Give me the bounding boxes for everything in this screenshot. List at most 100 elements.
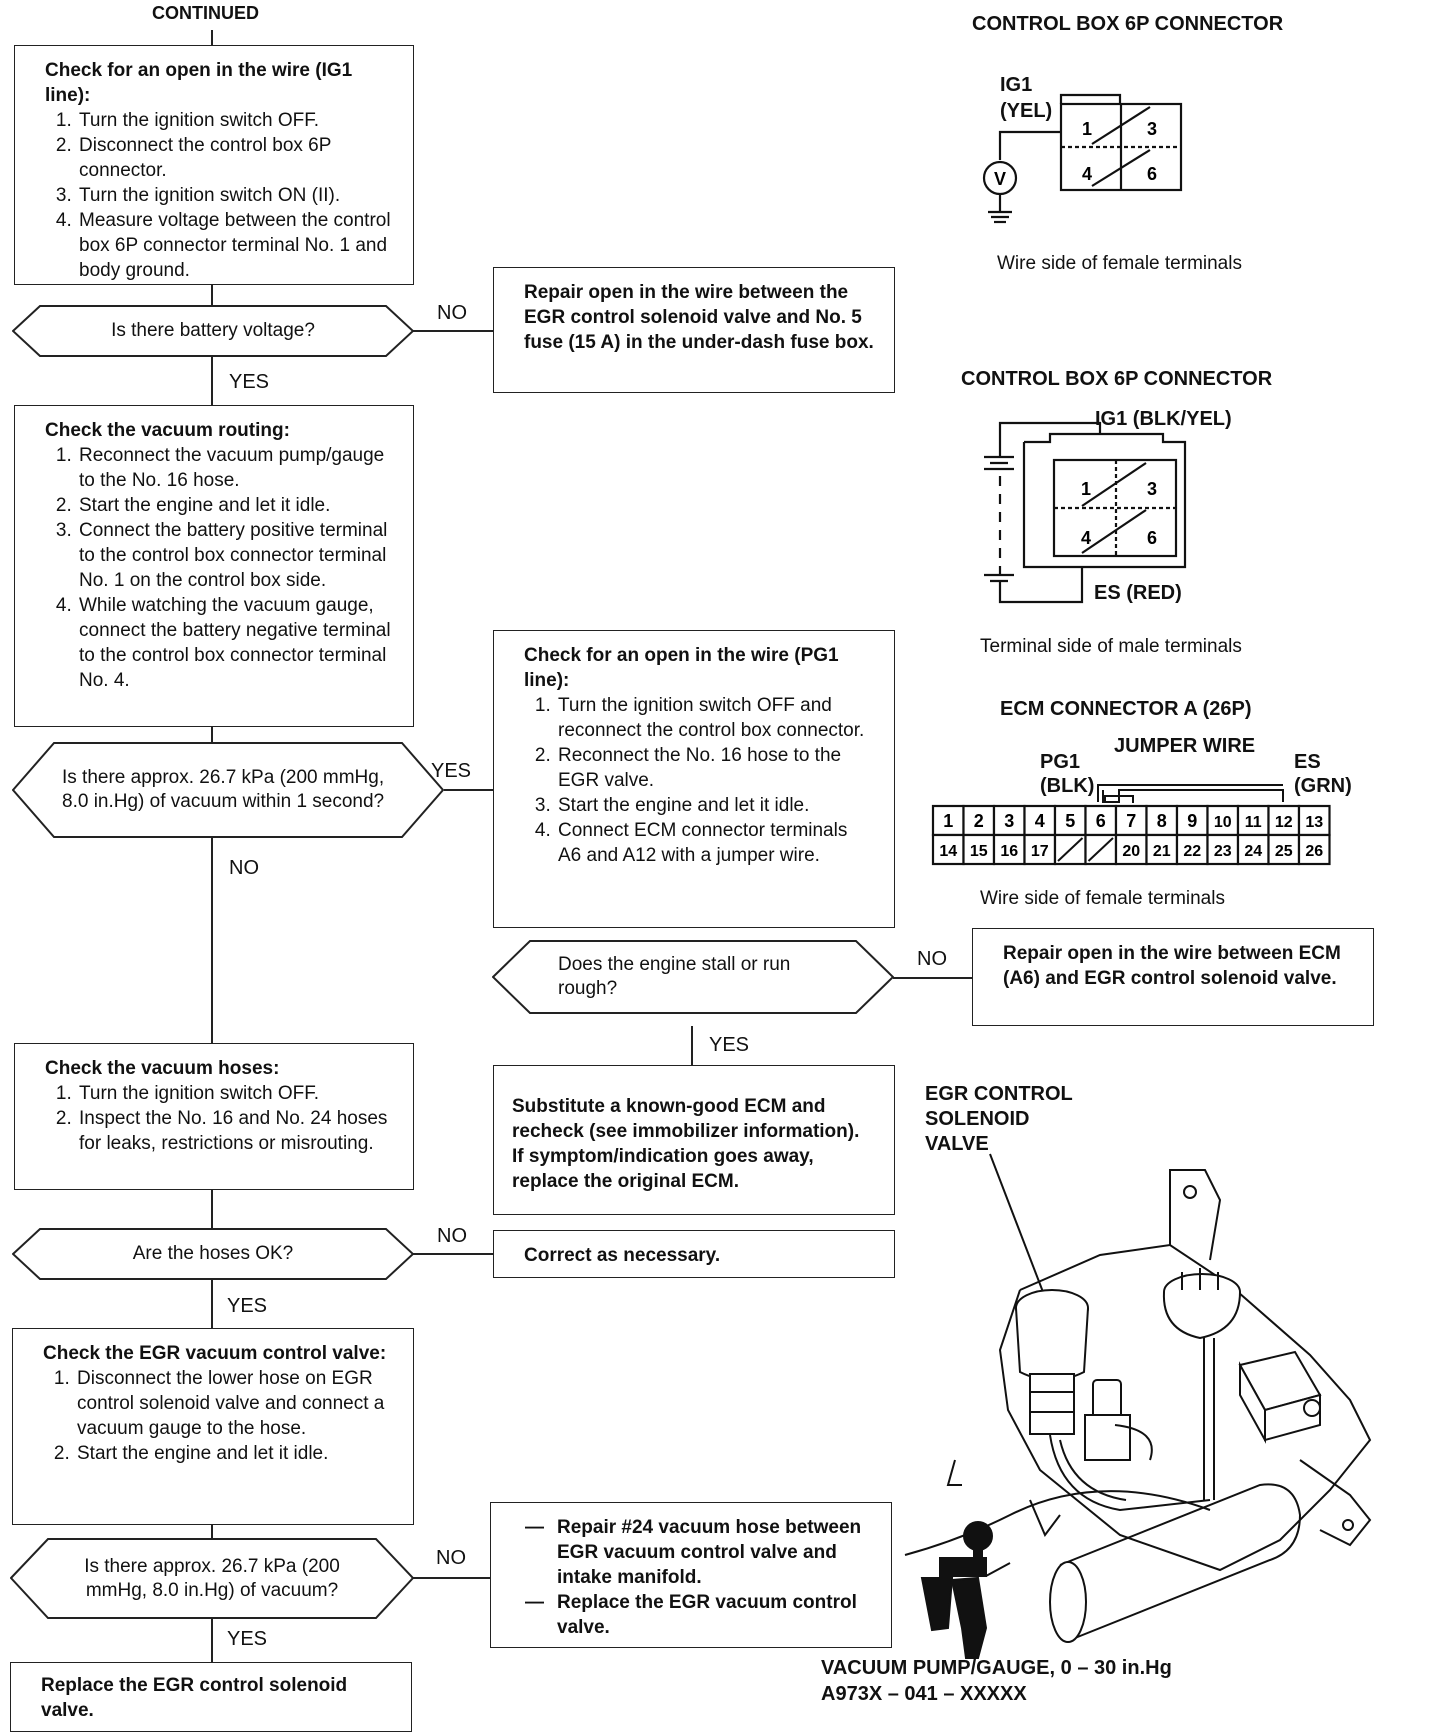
control-box-1-connector: V 1 3 4 6 <box>982 93 1183 224</box>
ecm-terminal-label: 23 <box>1214 843 1232 860</box>
egr-solenoid-label-line: VALVE <box>925 1133 989 1155</box>
repair-24-hose-item: Repair #24 vacuum hose between EGR vacuu… <box>525 1515 871 1590</box>
control-box-2-connector: 1 3 4 6 <box>984 421 1187 604</box>
ecm-terminal-label: 17 <box>1031 843 1049 860</box>
q-vacuum-1sec-text: Is there approx. 26.7 kPa (200 mmHg, 8.0… <box>62 767 385 812</box>
terminal-label: 4 <box>1082 164 1092 184</box>
q-stall-text: Does the engine stall or run rough? <box>558 954 791 999</box>
ecm-terminal-cell <box>1084 804 1118 837</box>
q-battery-voltage-text: Is there battery voltage? <box>111 320 315 341</box>
ecm-terminal-label: 8 <box>1157 811 1167 831</box>
ecm-terminal-cell <box>931 833 965 866</box>
control-box-2-es-label: ES (RED) <box>1094 582 1182 604</box>
ecm-terminal-label: 5 <box>1065 811 1075 831</box>
repair-24-hose-box: Repair #24 vacuum hose between EGR vacuu… <box>490 1502 892 1648</box>
yes-label: YES <box>431 760 472 782</box>
ecm-terminal-label: 21 <box>1153 843 1171 860</box>
control-box-2-caption: Terminal side of male terminals <box>980 636 1242 657</box>
ecm-terminal-label: 1 <box>943 811 953 831</box>
ecm-terminal-label: 20 <box>1122 843 1140 860</box>
ecm-terminal-cell <box>1206 804 1240 837</box>
check-ig1-step: Measure voltage between the control box … <box>77 208 393 283</box>
check-vacuum-hoses-step: Inspect the No. 16 and No. 24 hoses for … <box>77 1106 393 1156</box>
ecm-terminal-label: 7 <box>1126 811 1136 831</box>
ecm-terminal-label: 3 <box>1004 811 1014 831</box>
q-stall-decision: Does the engine stall or run rough? <box>492 940 894 1014</box>
ecm-terminal-label: 12 <box>1275 814 1293 831</box>
no-label: NO <box>437 1225 467 1247</box>
q-hoses-ok-text: Are the hoses OK? <box>132 1243 294 1264</box>
terminal-label: 6 <box>1147 164 1157 184</box>
ecm-terminal-cell <box>1145 804 1179 837</box>
terminal-label: 3 <box>1147 119 1157 139</box>
yes-label: YES <box>227 1295 268 1317</box>
replace-solenoid-box: Replace the EGR control solenoid valve. <box>10 1662 412 1732</box>
check-vacuum-routing-step: Reconnect the vacuum pump/gauge to the N… <box>77 443 393 493</box>
ecm-connector-caption: Wire side of female terminals <box>980 888 1225 909</box>
q-hoses-ok-decision: Are the hoses OK? <box>12 1228 414 1280</box>
check-ig1-step: Turn the ignition switch OFF. <box>77 108 393 133</box>
ecm-terminal-label: 10 <box>1214 814 1232 831</box>
ecm-terminal-cell <box>992 804 1026 837</box>
control-box-1-ig1-label: IG1 <box>1000 74 1033 96</box>
repair-ecm-a6-text: Repair open in the wire between ECM (A6)… <box>1003 943 1341 989</box>
check-vacuum-routing-step: While watching the vacuum gauge, connect… <box>77 593 393 693</box>
ecm-terminal-cell <box>1175 833 1209 866</box>
repair-ig1-box: Repair open in the wire between the EGR … <box>493 267 895 393</box>
ecm-terminal-label: 13 <box>1305 814 1323 831</box>
check-egr-vacuum-control-step: Disconnect the lower hose on EGR control… <box>75 1366 393 1441</box>
ecm-terminal-cell <box>1236 833 1270 866</box>
check-vacuum-hoses-step: Turn the ignition switch OFF. <box>77 1081 393 1106</box>
ecm-terminal-label: 16 <box>1000 843 1018 860</box>
ecm-terminal-cell <box>1267 833 1301 866</box>
no-label: NO <box>437 302 467 324</box>
check-vacuum-routing-title: Check the vacuum routing: <box>45 420 290 441</box>
replace-solenoid-text: Replace the EGR control solenoid valve. <box>41 1675 348 1721</box>
ecm-terminal-label: 4 <box>1035 811 1045 831</box>
es-grn-label: (GRN) <box>1294 775 1352 797</box>
vacuum-gauge-label: VACUUM PUMP/GAUGE, 0 – 30 in.Hg <box>821 1657 1172 1679</box>
control-box-1-title: CONTROL BOX 6P CONNECTOR <box>972 13 1284 35</box>
check-pg1-step: Turn the ignition switch OFF and reconne… <box>556 693 874 743</box>
check-vacuum-routing-step: Start the engine and let it idle. <box>77 493 393 518</box>
repair-ig1-text: Repair open in the wire between the EGR … <box>524 282 874 353</box>
substitute-ecm-text: Substitute a known-good ECM and recheck … <box>512 1096 860 1192</box>
ecm-terminal-cell <box>992 833 1026 866</box>
check-egr-vacuum-control-box: Check the EGR vacuum control valve: Disc… <box>12 1328 414 1525</box>
egr-solenoid-label: EGR CONTROL SOLENOID VALVE <box>925 1082 1073 1157</box>
terminal-label: 1 <box>1081 479 1091 499</box>
no-label: NO <box>436 1547 466 1569</box>
check-ig1-box: Check for an open in the wire (IG1 line)… <box>14 45 414 285</box>
q-vacuum-1sec-decision: Is there approx. 26.7 kPa (200 mmHg, 8.0… <box>12 742 444 838</box>
check-egr-vacuum-control-step: Start the engine and let it idle. <box>75 1441 393 1466</box>
check-ig1-step: Turn the ignition switch ON (II). <box>77 183 393 208</box>
ecm-terminal-label: 9 <box>1187 811 1197 831</box>
yes-label: YES <box>229 371 270 393</box>
egr-valve-illustration <box>904 1153 1372 1643</box>
no-label: NO <box>229 857 259 879</box>
terminal-label: 3 <box>1147 479 1157 499</box>
correct-as-necessary-box: Correct as necessary. <box>493 1230 895 1278</box>
control-box-1-yel-label: (YEL) <box>1000 100 1053 122</box>
q-vacuum-text: Is there approx. 26.7 kPa (200 mmHg, 8.0… <box>84 1555 340 1601</box>
check-vacuum-hoses-box: Check the vacuum hoses: Turn the ignitio… <box>14 1043 414 1190</box>
terminal-label: 1 <box>1082 119 1092 139</box>
pg1-label: PG1 <box>1040 751 1081 773</box>
ecm-terminal-cell <box>1145 833 1179 866</box>
ecm-connector-title: ECM CONNECTOR A (26P) <box>1000 698 1252 720</box>
yes-label: YES <box>709 1034 750 1056</box>
ecm-terminal-cell <box>1023 833 1057 866</box>
vacuum-pump-gauge-icon <box>920 1521 1011 1659</box>
ecm-terminal-cell <box>1297 833 1331 866</box>
ecm-terminal-label: 24 <box>1244 843 1262 860</box>
terminal-label: 4 <box>1081 528 1091 548</box>
correct-as-necessary-text: Correct as necessary. <box>524 1245 721 1266</box>
check-pg1-title: Check for an open in the wire (PG1 line)… <box>524 645 839 691</box>
ecm-empty-terminal-mark <box>1057 837 1084 862</box>
no-label: NO <box>917 948 947 970</box>
es-label: ES <box>1294 751 1321 773</box>
ecm-terminal-label: 11 <box>1245 814 1262 831</box>
check-egr-vacuum-control-title: Check the EGR vacuum control valve: <box>43 1343 387 1364</box>
